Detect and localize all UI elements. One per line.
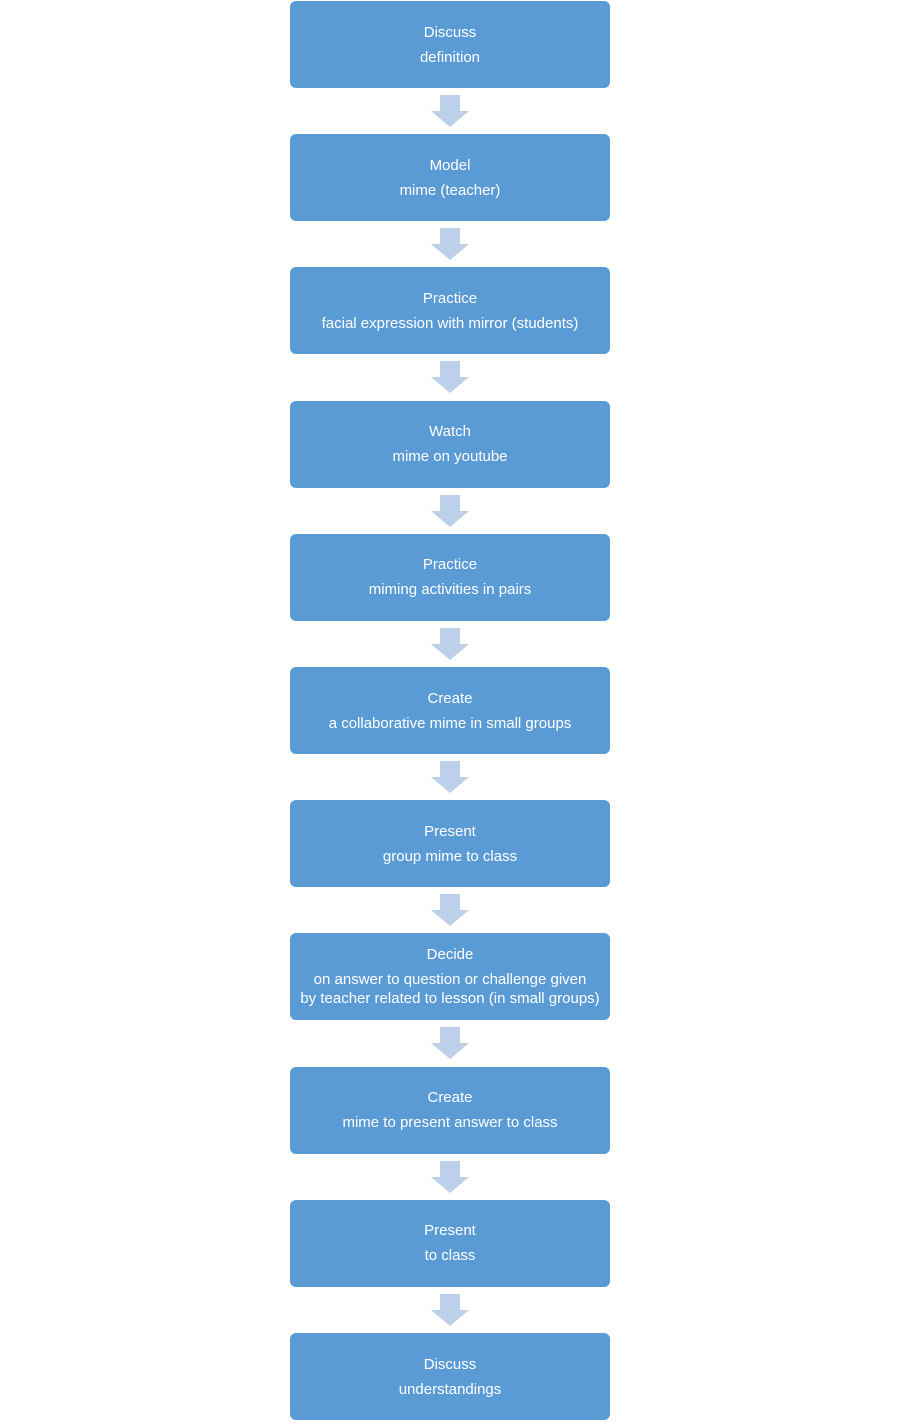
step-box: Discuss understandings xyxy=(290,1333,610,1420)
step-box: Watch mime on youtube xyxy=(290,400,610,488)
step-title: Present xyxy=(424,822,476,840)
down-arrow-icon xyxy=(431,95,469,127)
step-box: Practice miming activities in pairs xyxy=(290,533,610,621)
down-arrow-icon xyxy=(431,627,469,660)
down-arrow-icon xyxy=(431,1293,469,1326)
step-title: Watch xyxy=(429,423,471,441)
step-box: Present to class xyxy=(290,1199,610,1287)
step-description: mime on youtube xyxy=(392,448,508,466)
step-box: Create mime to present answer to class xyxy=(290,1066,610,1154)
step-description: on answer to question or challenge given… xyxy=(300,971,600,1008)
down-arrow-icon xyxy=(431,894,469,927)
step-description: a collaborative mime in small groups xyxy=(328,714,572,732)
step-title: Create xyxy=(427,689,473,707)
down-arrow-icon xyxy=(431,1027,469,1060)
step-description: group mime to class xyxy=(382,847,518,865)
step-description: facial expression with mirror (students) xyxy=(321,314,579,332)
step-description: definition xyxy=(419,48,481,66)
step-box: Model mime (teacher) xyxy=(290,134,610,222)
down-arrow-icon xyxy=(431,228,469,261)
step-description: to class xyxy=(424,1247,476,1265)
step-box: Practice facial expression with mirror (s… xyxy=(290,267,610,355)
step-description: understandings xyxy=(398,1380,502,1398)
step-box: Present group mime to class xyxy=(290,800,610,888)
down-arrow-icon xyxy=(431,761,469,793)
step-title: Present xyxy=(424,1222,476,1240)
down-arrow-icon xyxy=(431,361,469,394)
step-box: Discuss definition xyxy=(290,1,610,88)
step-title: Practice xyxy=(422,556,478,574)
step-title: Create xyxy=(427,1089,473,1107)
step-description: miming activities in pairs xyxy=(368,581,532,599)
down-arrow-icon xyxy=(431,1160,469,1193)
step-description: mime (teacher) xyxy=(399,181,501,199)
step-title: Discuss xyxy=(423,1355,477,1373)
step-title: Decide xyxy=(426,946,474,964)
step-title: Discuss xyxy=(423,23,477,41)
step-description: mime to present answer to class xyxy=(342,1114,558,1132)
step-box: Decide on answer to question or challenge… xyxy=(290,933,610,1021)
step-title: Practice xyxy=(422,289,478,307)
step-box: Create a collaborative mime in small grou… xyxy=(290,667,610,754)
down-arrow-icon xyxy=(431,494,469,527)
step-title: Model xyxy=(429,156,471,174)
